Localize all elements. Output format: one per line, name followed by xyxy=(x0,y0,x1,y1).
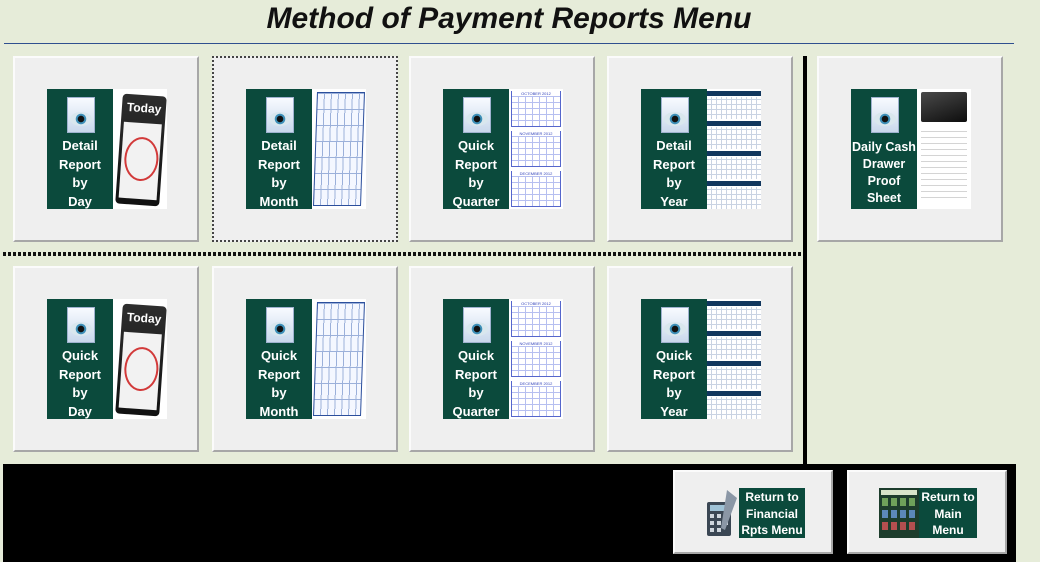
eye-report-icon xyxy=(871,97,899,133)
return-main-label: Return to Main Menu xyxy=(919,488,977,538)
today-text: Today xyxy=(126,99,162,117)
month-caption: NOVEMBER 2012 xyxy=(512,341,560,346)
today-text: Today xyxy=(126,309,162,327)
month-caption: NOVEMBER 2012 xyxy=(512,131,560,136)
detail-report-by-month-button[interactable]: Detail Report by Month xyxy=(212,56,398,242)
eye-report-icon xyxy=(463,97,491,133)
tile-label-panel: Quick Report by Quarter xyxy=(443,89,509,209)
day-calendar-icon: Today xyxy=(113,299,167,419)
month-caption: OCTOBER 2012 xyxy=(512,91,560,96)
tile-label: Detail Report by Month xyxy=(258,138,300,209)
tile-label: Daily Cash Drawer Proof Sheet xyxy=(852,140,916,205)
tile-label-panel: Quick Report by Quarter xyxy=(443,299,509,419)
month-calendar-icon xyxy=(312,299,366,419)
eye-report-icon xyxy=(67,97,95,133)
quick-report-by-day-button[interactable]: Quick Report by Day Today xyxy=(13,266,199,452)
month-caption: OCTOBER 2012 xyxy=(512,301,560,306)
eye-report-icon xyxy=(661,97,689,133)
eye-report-icon xyxy=(463,307,491,343)
return-to-financial-rpts-menu-button[interactable]: Return to Financial Rpts Menu xyxy=(673,470,833,554)
quick-report-by-quarter-button[interactable]: Quick Report by Quarter OCTOBER 2012 NOV… xyxy=(409,56,595,242)
tile-label-panel: Quick Report by Day xyxy=(47,299,113,419)
tile-label-panel: Detail Report by Year xyxy=(641,89,707,209)
title-divider xyxy=(4,43,1014,44)
quick-report-by-month-button[interactable]: Quick Report by Month xyxy=(212,266,398,452)
tile-label-panel: Detail Report by Month xyxy=(246,89,312,209)
month-caption: DECEMBER 2012 xyxy=(512,171,560,176)
tile-label: Quick Report by Quarter xyxy=(452,348,500,419)
tile-label-panel: Quick Report by Year xyxy=(641,299,707,419)
tile-label-panel: Daily Cash Drawer Proof Sheet xyxy=(851,89,917,209)
return-financial-label: Return to Financial Rpts Menu xyxy=(739,488,805,538)
year-calendar-icon xyxy=(707,299,761,419)
eye-report-icon xyxy=(67,307,95,343)
year-calendar-icon xyxy=(707,89,761,209)
quick-report-by-year-button[interactable]: Quick Report by Year xyxy=(607,266,793,452)
tile-label: Quick Report by Month xyxy=(258,348,300,419)
main-menu-thumbnail-icon xyxy=(879,488,919,538)
eye-report-icon xyxy=(266,97,294,133)
cash-drawer-icon xyxy=(917,89,971,209)
page-title: Method of Payment Reports Menu xyxy=(266,2,752,35)
daily-cash-drawer-proof-sheet-button[interactable]: Daily Cash Drawer Proof Sheet xyxy=(817,56,1003,242)
detail-report-by-year-button[interactable]: Detail Report by Year xyxy=(607,56,793,242)
column-divider xyxy=(803,56,807,464)
detail-report-by-day-button[interactable]: Detail Report by Day Today xyxy=(13,56,199,242)
day-calendar-icon: Today xyxy=(113,89,167,209)
quick-report-by-quarter-2-button[interactable]: Quick Report by Quarter OCTOBER 2012 NOV… xyxy=(409,266,595,452)
quarter-calendar-icon: OCTOBER 2012 NOVEMBER 2012 DECEMBER 2012 xyxy=(509,89,563,209)
tile-label: Detail Report by Year xyxy=(653,138,695,209)
tile-label-panel: Quick Report by Month xyxy=(246,299,312,419)
eye-report-icon xyxy=(661,307,689,343)
month-caption: DECEMBER 2012 xyxy=(512,381,560,386)
tile-label: Quick Report by Quarter xyxy=(452,138,500,209)
row-divider xyxy=(3,252,803,256)
tile-label-panel: Detail Report by Day xyxy=(47,89,113,209)
tile-label: Quick Report by Year xyxy=(653,348,695,419)
tile-label: Detail Report by Day xyxy=(59,138,101,209)
quarter-calendar-icon: OCTOBER 2012 NOVEMBER 2012 DECEMBER 2012 xyxy=(509,299,563,419)
tile-label: Quick Report by Day xyxy=(59,348,101,419)
eye-report-icon xyxy=(266,307,294,343)
month-calendar-icon xyxy=(312,89,366,209)
return-to-main-menu-button[interactable]: Return to Main Menu xyxy=(847,470,1007,554)
calculator-icon xyxy=(705,488,739,538)
